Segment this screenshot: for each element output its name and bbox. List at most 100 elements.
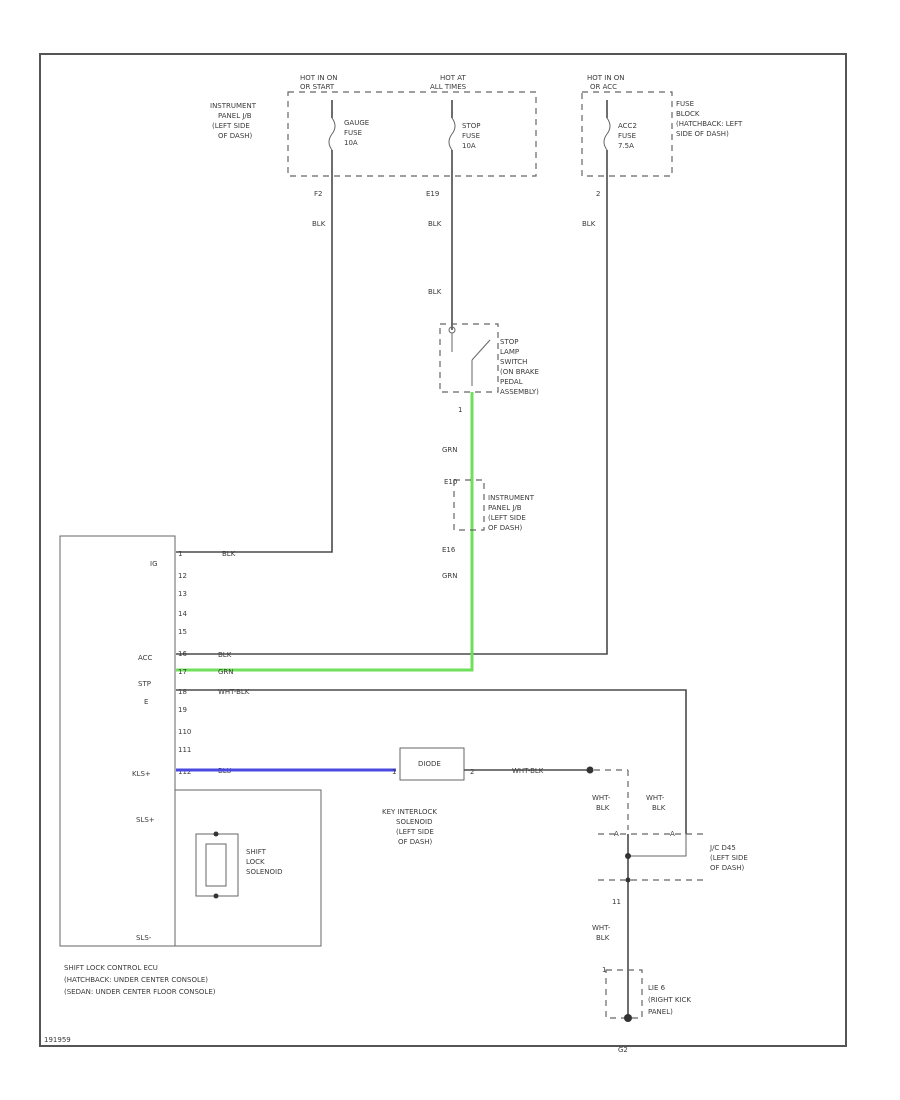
ecu-pin-sls-minus: SLS- — [136, 934, 152, 942]
ecu-pin-num-9: 19 — [178, 706, 187, 714]
ground-label-1: LIE 6 — [648, 984, 666, 992]
ecu-pin-num-3: 13 — [178, 590, 187, 598]
stop-switch-label-2: LAMP — [500, 348, 519, 356]
right-fuse-header-2: OR ACC — [590, 83, 617, 91]
footer-code: 191959 — [44, 1036, 71, 1044]
junction-dot-3 — [625, 877, 631, 883]
key-interlock-label-3: (LEFT SIDE — [396, 828, 434, 836]
ecu-pin-num-6: 16 — [178, 650, 187, 658]
key-interlock-label-1: KEY INTERLOCK — [382, 808, 437, 816]
left-wire-color: BLK — [312, 220, 326, 228]
jc-label-1: J/C D45 — [709, 844, 736, 852]
stop-switch-pin: 1 — [458, 406, 462, 414]
key-interlock-wire-color: WHT-BLK — [512, 767, 544, 775]
middle-fuse-pin: E19 — [426, 190, 439, 198]
stop-switch-wire-color: GRN — [442, 446, 458, 454]
ecu-caption-1: SHIFT LOCK CONTROL ECU — [64, 964, 158, 972]
diagram-frame — [39, 53, 847, 1047]
ecu-pin-stp: STP — [138, 680, 151, 688]
ecu-pin-acc: ACC — [138, 654, 153, 662]
left-location-4: OF DASH) — [218, 132, 253, 140]
jc-label-3: OF DASH) — [710, 864, 745, 872]
ground-label-3: PANEL) — [648, 1008, 673, 1016]
ground-pin-a: A — [614, 830, 619, 838]
ecu-solenoid-section — [174, 789, 322, 947]
instrument-jb-label-1: INSTRUMENT — [488, 494, 535, 502]
ground-left-wire-1: WHT- — [592, 794, 611, 802]
right-location-3: (HATCHBACK: LEFT — [676, 120, 743, 128]
ecu-wire-stp: GRN — [218, 668, 234, 676]
instrument-jb-label-2: PANEL J/B — [488, 504, 522, 512]
right-fuse-word: FUSE — [618, 132, 636, 140]
right-fuse-name: ACC2 — [618, 122, 637, 130]
ground-lower-wire-2: BLK — [596, 934, 610, 942]
instrument-jb-label-3: (LEFT SIDE — [488, 514, 526, 522]
solenoid-terminal-bottom — [213, 893, 219, 899]
ground-lower-wire-1: WHT- — [592, 924, 611, 932]
ecu-pin-num-4: 14 — [178, 610, 187, 618]
fuse-box-left-middle — [287, 91, 537, 177]
instrument-jb-wire-color: GRN — [442, 572, 458, 580]
instrument-jb-pin-top: E10 — [444, 478, 457, 486]
left-fuse-header-2: OR START — [300, 83, 335, 91]
solenoid-label-3: SOLENOID — [246, 868, 282, 876]
ground-pin-b: A — [670, 830, 675, 838]
wire-stp-grn — [176, 392, 474, 672]
left-fuse-symbol — [328, 117, 336, 151]
ecu-caption-3: (SEDAN: UNDER CENTER FLOOR CONSOLE) — [64, 988, 216, 996]
middle-fuse-header-2: ALL TIMES — [430, 83, 467, 91]
ecu-wire-ig: BLK — [222, 550, 236, 558]
ground-pin: 1 — [602, 966, 606, 974]
shift-lock-solenoid — [195, 833, 239, 897]
left-fuse-rating: 10A — [344, 139, 358, 147]
middle-wire-color-2: BLK — [428, 288, 442, 296]
right-location-4: SIDE OF DASH) — [676, 130, 729, 138]
solenoid-label-2: LOCK — [246, 858, 265, 866]
right-location-2: BLOCK — [676, 110, 700, 118]
stop-switch-label-6: ASSEMBLY) — [500, 388, 539, 396]
instrument-jb-pin-bottom: E16 — [442, 546, 456, 554]
middle-fuse-header-1: HOT AT — [440, 74, 467, 82]
key-interlock-box-text: DIODE — [418, 760, 441, 768]
ecu-pin-num-7: 17 — [178, 668, 187, 676]
ecu-pin-e: E — [144, 698, 148, 706]
left-location-3: (LEFT SIDE — [212, 122, 250, 130]
jc-link — [628, 834, 687, 857]
ecu-pin-num-12: 112 — [178, 768, 191, 776]
ground-right-wire-2: BLK — [652, 804, 666, 812]
key-interlock-label-4: OF DASH) — [398, 838, 433, 846]
key-interlock-pin-left: 1 — [392, 768, 396, 776]
jc-label-2: (LEFT SIDE — [710, 854, 748, 862]
middle-fuse-symbol — [448, 117, 456, 151]
ecu-pin-num-2: 12 — [178, 572, 187, 580]
wire-e-whtblk — [176, 689, 687, 834]
ground-right-wire-1: WHT- — [646, 794, 665, 802]
ecu-wire-acc: BLK — [218, 651, 232, 659]
ecu-pin-num-10: 110 — [178, 728, 191, 736]
ecu-pin-num-1: 1 — [178, 550, 182, 558]
left-fuse-name: GAUGE — [344, 119, 369, 127]
left-location-2: PANEL J/B — [218, 112, 252, 120]
ecu-caption-2: (HATCHBACK: UNDER CENTER CONSOLE) — [64, 976, 208, 984]
instrument-jb-label-4: OF DASH) — [488, 524, 523, 532]
middle-fuse-name: STOP — [462, 122, 480, 130]
fuse-box-right — [581, 91, 673, 177]
right-location-1: FUSE — [676, 100, 694, 108]
ecu-wire-e: WHT-BLK — [218, 688, 250, 696]
ground-pin-c: 11 — [612, 898, 621, 906]
ecu-pin-num-5: 15 — [178, 628, 187, 636]
ground-connector — [605, 969, 643, 1019]
shift-lock-coil — [205, 843, 227, 887]
key-interlock-label-2: SOLENOID — [396, 818, 432, 826]
ground-left-wire-2: BLK — [596, 804, 610, 812]
key-interlock-box — [399, 747, 465, 781]
ecu-pin-sls-plus: SLS+ — [136, 816, 155, 824]
wire-acc-blk — [176, 176, 608, 655]
right-fuse-header-1: HOT IN ON — [587, 74, 625, 82]
left-location-1: INSTRUMENT — [210, 102, 257, 110]
solenoid-terminal-top — [213, 831, 219, 837]
middle-fuse-rating: 10A — [462, 142, 476, 150]
ecu-pin-num-11: 111 — [178, 746, 191, 754]
stop-switch-label-1: STOP — [500, 338, 518, 346]
ecu-pin-kls: KLS+ — [132, 770, 151, 778]
